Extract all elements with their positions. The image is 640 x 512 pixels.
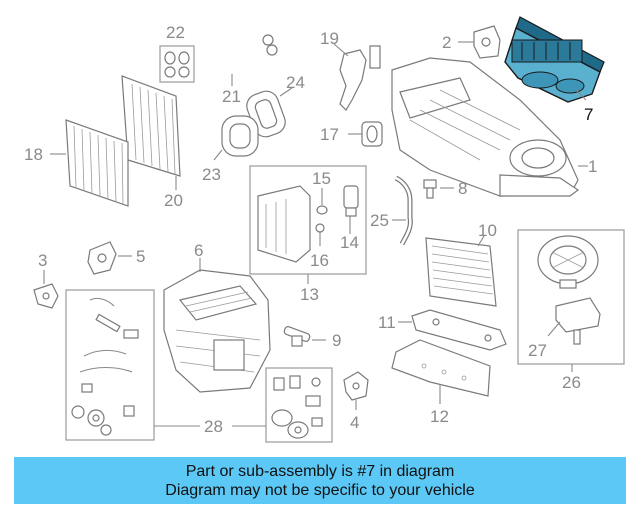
part-22-grommets[interactable] bbox=[159, 45, 195, 83]
part-16-oring[interactable] bbox=[315, 223, 325, 233]
part-1-hvac-housing[interactable] bbox=[391, 57, 580, 197]
leader-19 bbox=[333, 43, 349, 57]
callout-11[interactable]: 11 bbox=[378, 313, 396, 332]
callout-20[interactable]: 20 bbox=[164, 191, 183, 210]
callout-25[interactable]: 25 bbox=[370, 211, 389, 230]
leader-24 bbox=[279, 87, 293, 97]
callout-6[interactable]: 6 bbox=[194, 241, 203, 260]
callout-24[interactable]: 24 bbox=[286, 73, 305, 92]
callout-15[interactable]: 15 bbox=[312, 169, 331, 188]
part-19-bracket[interactable] bbox=[339, 45, 381, 111]
part-27-resistor[interactable] bbox=[555, 297, 601, 345]
info-banner: Part or sub-assembly is #7 in diagram Di… bbox=[14, 457, 626, 504]
callout-12[interactable]: 12 bbox=[430, 407, 449, 426]
part-10-cabin-filter[interactable] bbox=[425, 237, 497, 307]
part-25-tube[interactable] bbox=[394, 175, 413, 246]
part-21-pipes[interactable] bbox=[199, 34, 278, 74]
callout-7[interactable]: 7 bbox=[584, 105, 593, 124]
callout-19[interactable]: 19 bbox=[320, 29, 339, 48]
part-26-blower-motor[interactable] bbox=[537, 235, 599, 289]
part-8-bolt[interactable] bbox=[423, 179, 437, 199]
callout-9[interactable]: 9 bbox=[332, 331, 341, 350]
callout-2[interactable]: 2 bbox=[442, 33, 451, 52]
part-11-bracket[interactable] bbox=[411, 309, 507, 351]
callout-1[interactable]: 1 bbox=[588, 157, 597, 176]
part-5-actuator[interactable] bbox=[87, 241, 117, 275]
sub-assembly-28-left-box bbox=[65, 289, 155, 441]
sub-assembly-26-box bbox=[517, 229, 625, 365]
callout-16[interactable]: 16 bbox=[310, 251, 329, 270]
callout-3[interactable]: 3 bbox=[38, 251, 47, 270]
part-2-bracket[interactable] bbox=[473, 25, 501, 59]
callout-17[interactable]: 17 bbox=[320, 125, 339, 144]
part-23-seal[interactable] bbox=[221, 115, 259, 157]
part-28-small-parts-right[interactable] bbox=[271, 375, 323, 439]
part-28-small-parts-left[interactable] bbox=[71, 297, 139, 436]
callout-22[interactable]: 22 bbox=[166, 23, 185, 42]
part-15-oring[interactable] bbox=[316, 205, 328, 215]
callout-5[interactable]: 5 bbox=[136, 247, 145, 266]
leader-23 bbox=[213, 149, 223, 161]
banner-line-disclaimer: Diagram may not be specific to your vehi… bbox=[165, 481, 475, 499]
part-17-actuator[interactable] bbox=[361, 121, 383, 147]
part-3-bracket[interactable] bbox=[33, 283, 59, 309]
callout-4[interactable]: 4 bbox=[350, 413, 359, 432]
part-12-cover[interactable] bbox=[391, 339, 491, 397]
callout-14[interactable]: 14 bbox=[340, 233, 359, 252]
part-13-filter-element[interactable] bbox=[257, 185, 311, 263]
part-18-evaporator[interactable] bbox=[65, 119, 129, 207]
callout-8[interactable]: 8 bbox=[458, 179, 467, 198]
leader-7 bbox=[575, 89, 587, 101]
part-7-highlighted[interactable] bbox=[504, 16, 605, 103]
callout-10[interactable]: 10 bbox=[478, 221, 497, 240]
banner-line-part: Part or sub-assembly is #7 in diagram bbox=[185, 462, 455, 480]
callout-26[interactable]: 26 bbox=[562, 373, 581, 392]
part-20-heater-core[interactable] bbox=[121, 75, 181, 177]
sub-assembly-28-right-box bbox=[265, 367, 333, 443]
leader-27 bbox=[547, 321, 561, 337]
callout-13[interactable]: 13 bbox=[300, 285, 319, 304]
part-14-valve[interactable] bbox=[343, 185, 359, 217]
callout-21[interactable]: 21 bbox=[222, 87, 241, 106]
callout-23[interactable]: 23 bbox=[202, 165, 221, 184]
leader-10 bbox=[477, 235, 485, 247]
part-9-sensor[interactable] bbox=[283, 326, 311, 347]
part-4-bracket[interactable] bbox=[343, 371, 369, 401]
part-6-heater-box[interactable] bbox=[163, 269, 271, 393]
callout-27[interactable]: 27 bbox=[528, 341, 547, 360]
callout-28[interactable]: 28 bbox=[204, 417, 223, 436]
callout-18[interactable]: 18 bbox=[24, 145, 43, 164]
